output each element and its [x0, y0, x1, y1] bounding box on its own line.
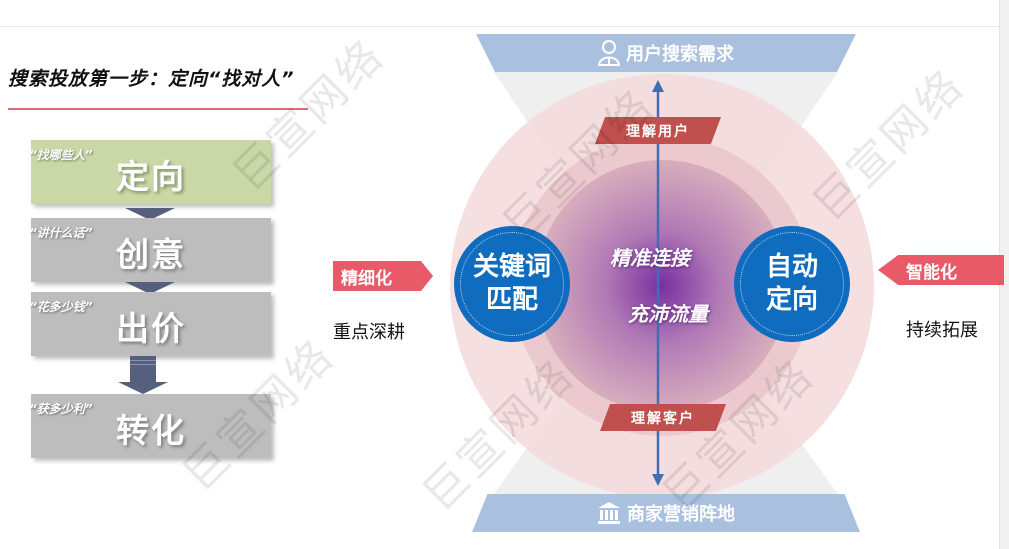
ample-traffic-label: 充沛流量	[628, 302, 708, 326]
step-creative: “讲什么话” 创意	[29, 218, 271, 282]
big-down-arrow-icon	[118, 356, 168, 394]
down-arrow-icon	[125, 208, 175, 220]
understand-users-ribbon: 理解用户	[595, 117, 721, 144]
understand-clients-ribbon: 理解客户	[600, 404, 726, 431]
user-icon	[598, 40, 620, 66]
keyword-match-bubble: 关键词 匹配	[456, 228, 568, 340]
band-label: 商家营销阵地	[627, 504, 735, 525]
merchant-marketing-band: 商家营销阵地	[472, 494, 860, 532]
page-title: 搜索投放第一步：定向“找对人”	[8, 68, 295, 90]
bubble-line: 关键词	[472, 252, 551, 282]
precise-connection-label: 精准连接	[610, 246, 690, 270]
step-targeting: “找哪些人” 定向	[29, 140, 271, 204]
step-bid: “花多少钱” 出价	[29, 292, 271, 356]
step-label: 出价	[116, 309, 186, 348]
top-divider	[0, 26, 1000, 27]
down-arrow-icon	[125, 282, 175, 294]
bank-icon	[598, 502, 620, 524]
step-label: 创意	[116, 235, 186, 274]
step-quote: “花多少钱”	[29, 300, 93, 314]
focus-deepening-text: 重点深耕	[333, 322, 405, 343]
auto-targeting-bubble: 自动 定向	[736, 228, 848, 340]
bubble-line: 匹配	[485, 285, 538, 315]
band-label: 用户搜索需求	[626, 44, 734, 65]
step-conversion: “获多少利” 转化	[29, 394, 271, 458]
step-label: 定向	[116, 157, 186, 196]
step-quote: “找哪些人”	[29, 148, 93, 162]
refinement-tag: 精细化	[333, 261, 433, 291]
intelligent-tag: 智能化	[878, 255, 1004, 285]
step-label: 转化	[116, 411, 186, 450]
step-quote: “讲什么话”	[29, 226, 93, 240]
user-search-demand-band: 用户搜索需求	[476, 34, 856, 72]
bubble-line: 自动	[765, 252, 818, 282]
bubble-line: 定向	[765, 285, 818, 315]
step-quote: “获多少利”	[29, 402, 93, 416]
continuous-expansion-text: 持续拓展	[906, 320, 978, 341]
title-underline	[8, 108, 308, 110]
